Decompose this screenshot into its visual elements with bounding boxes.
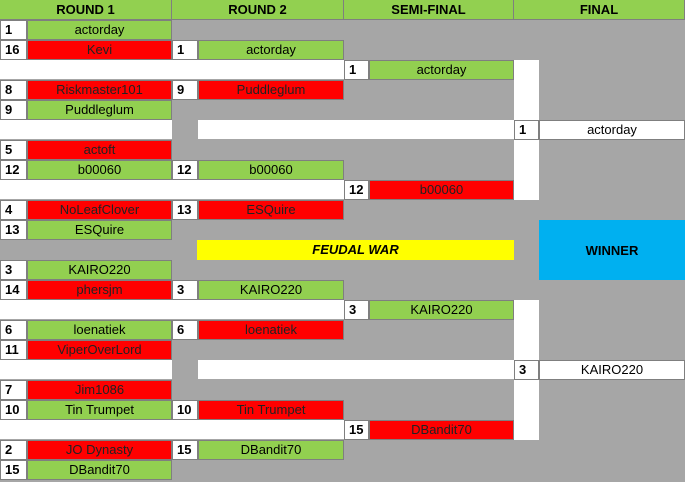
seed-number: 11 <box>0 340 27 360</box>
separator-band <box>0 60 344 79</box>
player-cell: Puddleglum <box>27 100 172 120</box>
seed-number: 6 <box>172 320 198 340</box>
bracket-connector <box>514 180 539 200</box>
seed-number: 15 <box>0 460 27 480</box>
header-semi-final: SEMI-FINAL <box>344 0 514 20</box>
separator-band <box>0 360 514 379</box>
player-cell: actorday <box>198 40 344 60</box>
bracket-connector <box>514 420 539 440</box>
player-cell: KAIRO220 <box>369 300 514 320</box>
separator-band <box>0 420 344 439</box>
bracket-connector <box>514 300 539 320</box>
seed-number: 8 <box>0 80 27 100</box>
player-cell: actoft <box>27 140 172 160</box>
bracket-connector <box>514 60 539 80</box>
player-cell: JO Dynasty <box>27 440 172 460</box>
header-round1: ROUND 1 <box>0 0 172 20</box>
seed-number: 1 <box>344 60 369 80</box>
tournament-banner: FEUDAL WAR <box>197 240 514 260</box>
seed-number: 1 <box>172 40 198 60</box>
separator-band <box>0 300 344 319</box>
seed-number: 12 <box>172 160 198 180</box>
separator-band <box>0 120 514 139</box>
seed-number: 10 <box>172 400 198 420</box>
player-cell: loenatiek <box>27 320 172 340</box>
player-cell: KAIRO220 <box>27 260 172 280</box>
finalist-cell: KAIRO220 <box>539 360 685 380</box>
seed-number: 10 <box>0 400 27 420</box>
header-final: FINAL <box>514 0 685 20</box>
seed-number: 15 <box>344 420 369 440</box>
seed-number: 2 <box>0 440 27 460</box>
player-cell: DBandit70 <box>27 460 172 480</box>
seed-number: 16 <box>0 40 27 60</box>
bracket-connector <box>514 400 539 420</box>
bracket-connector <box>514 160 539 180</box>
seed-number: 3 <box>344 300 369 320</box>
seed-number: 12 <box>344 180 369 200</box>
player-cell: Jim1086 <box>27 380 172 400</box>
separator-band <box>0 180 344 199</box>
winner-box: WINNER <box>539 220 685 280</box>
seed-number: 7 <box>0 380 27 400</box>
player-cell: Riskmaster101 <box>27 80 172 100</box>
bracket-connector <box>514 380 539 400</box>
seed-number: 4 <box>0 200 27 220</box>
player-cell: Kevi <box>27 40 172 60</box>
seed-number: 12 <box>0 160 27 180</box>
seed-number: 9 <box>172 80 198 100</box>
seed-number: 5 <box>0 140 27 160</box>
player-cell: KAIRO220 <box>198 280 344 300</box>
player-cell: DBandit70 <box>198 440 344 460</box>
player-cell: b00060 <box>27 160 172 180</box>
seed-number: 14 <box>0 280 27 300</box>
player-cell: b00060 <box>369 180 514 200</box>
player-cell: ViperOverLord <box>27 340 172 360</box>
player-cell: ESQuire <box>27 220 172 240</box>
player-cell: phersjm <box>27 280 172 300</box>
seed-number: 3 <box>0 260 27 280</box>
bracket-connector <box>514 80 539 100</box>
seed-number: 15 <box>172 440 198 460</box>
player-cell: Puddleglum <box>198 80 344 100</box>
band-gap <box>172 120 198 139</box>
seed-number: 13 <box>0 220 27 240</box>
bracket-connector <box>514 320 539 340</box>
seed-number: 9 <box>0 100 27 120</box>
player-cell: ESQuire <box>198 200 344 220</box>
seed-number: 1 <box>0 20 27 40</box>
bracket-connector <box>514 140 539 160</box>
seed-number: 3 <box>514 360 539 380</box>
player-cell: Tin Trumpet <box>198 400 344 420</box>
player-cell: b00060 <box>198 160 344 180</box>
header-round2: ROUND 2 <box>172 0 344 20</box>
seed-number: 13 <box>172 200 198 220</box>
player-cell: loenatiek <box>198 320 344 340</box>
winner-label: WINNER <box>585 242 639 258</box>
seed-number: 3 <box>172 280 198 300</box>
seed-number: 1 <box>514 120 539 140</box>
player-cell: NoLeafClover <box>27 200 172 220</box>
player-cell: actorday <box>369 60 514 80</box>
player-cell: actorday <box>27 20 172 40</box>
band-gap <box>172 360 198 379</box>
bracket-connector <box>514 100 539 120</box>
finalist-cell: actorday <box>539 120 685 140</box>
seed-number: 6 <box>0 320 27 340</box>
bracket-connector <box>514 340 539 360</box>
player-cell: DBandit70 <box>369 420 514 440</box>
player-cell: Tin Trumpet <box>27 400 172 420</box>
